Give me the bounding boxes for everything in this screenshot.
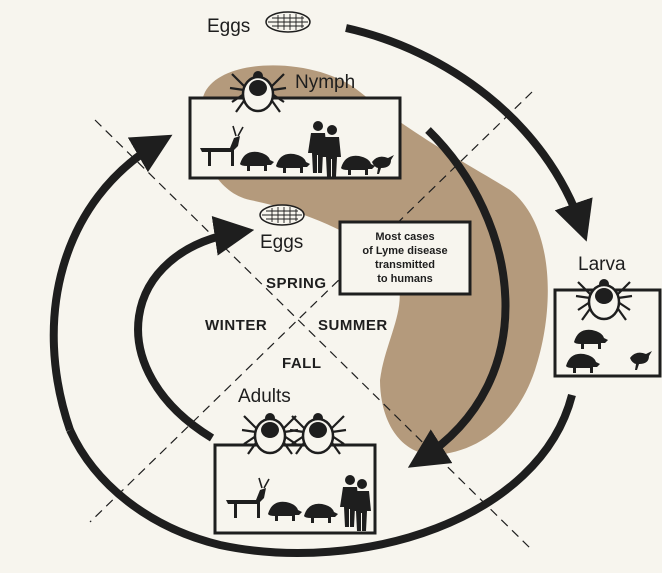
egg-cluster-icon	[260, 205, 304, 225]
arrow-adults-to-eggs	[138, 232, 240, 438]
adults-label: Adults	[238, 386, 291, 407]
note-line-2: of Lyme disease	[362, 245, 447, 257]
egg-cluster-icon	[266, 12, 310, 32]
note-line-4: to humans	[377, 273, 433, 285]
season-summer: SUMMER	[318, 317, 388, 334]
eggs-middle-label: Eggs	[260, 232, 303, 253]
note-line-3: transmitted	[375, 259, 435, 271]
arrow-loop-to-nymph	[54, 142, 160, 430]
season-spring: SPRING	[266, 275, 327, 292]
larva-label: Larva	[578, 254, 626, 275]
season-winter: WINTER	[205, 317, 267, 334]
season-fall: FALL	[282, 355, 322, 372]
eggs-top-label: Eggs	[207, 16, 250, 37]
note-line-1: Most cases	[375, 231, 434, 243]
nymph-label: Nymph	[295, 72, 355, 93]
